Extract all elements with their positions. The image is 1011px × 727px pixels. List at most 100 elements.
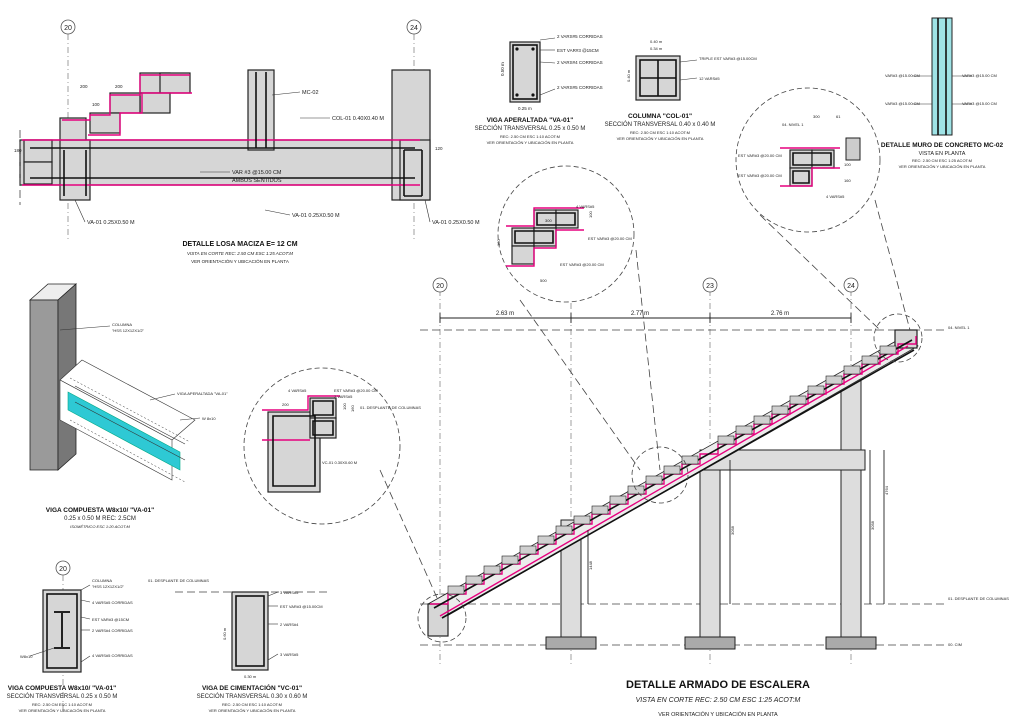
col-dim-h: 0.40 m — [626, 69, 631, 82]
grid-label-20a: 20 — [64, 25, 72, 32]
muro-title: DETALLE MURO DE CONCRETO MC-02 — [881, 142, 1004, 149]
viga-aperaltada-detail: 0.50 m 0.25 m 2 VARS#5 CORRIDAS EST VAR#… — [475, 34, 603, 145]
va-note-1: 2 VARS#5 CORRIDAS — [557, 34, 603, 39]
va-sub2: REC: 2.50 CM ESC 1:10 ACOT:M — [500, 134, 560, 139]
col-sub: SECCIÓN TRANSVERSAL 0.40 x 0.40 M — [605, 121, 716, 128]
d3-note-1: 04. NIVEL 1 — [782, 122, 804, 127]
col-sub3: VER ORIENTACIÓN Y UBICACIÓN EN PLANTA — [617, 136, 704, 141]
d2-dim-180: 180 — [496, 239, 501, 246]
detail-circle-2: 300 500 180 100 4 VARS#5 EST VAR#3 @20.0… — [496, 165, 635, 303]
esc-dim-2: 2.77 m — [631, 311, 649, 317]
muro-label-1: VAR#3 @15.00 CM — [885, 73, 920, 78]
grid-label-23: 23 — [706, 283, 714, 290]
cimentacion-detail: 01. DESPLANTE DE COLUMNAS 0.60 m 0.30 m … — [148, 578, 330, 713]
va-dim-h: 0.50 m — [500, 62, 505, 76]
esc-h4: 4764 — [884, 485, 889, 495]
col-title: COLUMNA "COL-01" — [628, 113, 692, 120]
losa-col-label: COL-01 0.40X0.40 M — [332, 116, 384, 122]
cim-sub3: VER ORIENTACIÓN Y UBICACIÓN EN PLANTA — [209, 708, 296, 713]
esc-h2: 3058 — [730, 525, 735, 535]
col-dim-b: 0.34 m — [650, 46, 663, 51]
cs-sub2: REC: 2.50 CM ESC 1:10 ACOT:M — [32, 702, 92, 707]
losa-title: DETALLE LOSA MACIZA E= 12 CM — [182, 241, 297, 248]
col-dim-a: 0.40 m — [650, 39, 663, 44]
d1-des: 01. DESPLANTE DE COLUMNAS — [360, 405, 421, 410]
detail-circle-3: 300 61 04. NIVEL 1 EST VAR#3 @20.00 CM E… — [735, 87, 881, 233]
losa-sub1: VISTA EN CORTE REC: 2.50 CM ESC 1:25 ACO… — [187, 251, 293, 256]
muro-sub3: VER ORIENTACIÓN Y UBICACIÓN EN PLANTA — [899, 164, 986, 169]
compuesta-sec-detail: COLUMNA "HSS 12X12X1/2" 4 VARS#5 CORRIDA… — [7, 578, 133, 713]
lv-n1: 04. NIVEL 1 — [948, 325, 970, 330]
esc-title: DETALLE ARMADO DE ESCALERA — [626, 679, 810, 691]
grid-bubbles: 20 24 20 21 23 24 20 20 — [55, 19, 859, 576]
d2-note-3: EST VAR#3 @20.00 CM — [560, 262, 604, 267]
d2-dim-500: 500 — [540, 278, 547, 283]
va-dim-w: 0.25 m — [518, 106, 532, 111]
cs-note-3: 2 VARS#4 CORRIDAS — [92, 628, 133, 633]
esc-dim-1: 2.63 m — [496, 311, 514, 317]
cim-dim-w: 0.30 m — [244, 674, 257, 679]
losa-dim-180: 180 — [14, 148, 22, 153]
losa-dim-120: 120 — [435, 146, 443, 151]
d1-dim-160: 160 — [350, 405, 355, 412]
d1-note-3: 2 VARS#5 — [334, 394, 353, 399]
losa-detail: MC-02 COL-01 0.40X0.40 M VAR #3 @15.00 C… — [14, 69, 480, 264]
losa-sub2: VER ORIENTACIÓN Y UBICACIÓN EN PLANTA — [191, 258, 289, 264]
cs-sub: SECCIÓN TRANSVERSAL 0.25 x 0.50 M — [7, 693, 118, 700]
esc-h1: 1448 — [588, 560, 593, 570]
d3-note-4: 4 VARS#5 — [826, 194, 845, 199]
staircase-detail: 04. NIVEL 1 01. DESPLANTE DE COLUMNAS 00… — [379, 199, 1009, 718]
cs-w: W8x10 — [20, 654, 33, 659]
col-note-2: 12 VARS#5 — [699, 76, 720, 81]
cim-note-2: EST VAR#3 @15.00CM — [280, 604, 323, 609]
muro-detail: VAR#3 @15.00 CM VAR#3 @15.00 CM VAR#3 @1… — [881, 17, 1004, 169]
muro-sub: VISTA EN PLANTA — [919, 151, 966, 157]
d1-dim-100: 100 — [342, 403, 347, 410]
va-note-2: EST VAR#3 @15CM — [557, 48, 599, 53]
d3-dim-61: 61 — [836, 114, 841, 119]
d3-note-3: EST VAR#3 @20.00 CM — [738, 173, 782, 178]
d3-dim-100: 100 — [844, 162, 851, 167]
muro-label-4: VAR#3 @15.00 CM — [962, 101, 997, 106]
d3-note-2: EST VAR#3 @20.00 CM — [738, 153, 782, 158]
d3-dim-160: 160 — [844, 178, 851, 183]
cim-left-1: 01. DESPLANTE DE COLUMNAS — [148, 578, 209, 583]
losa-va-mid-label: VA-01 0.25X0.50 M — [292, 213, 340, 219]
c3d-sub: 0.25 x 0.50 M REC: 2.5CM — [64, 516, 136, 522]
d2-dim-300: 300 — [545, 218, 552, 223]
muro-sub2: REC: 2.50 CM ESC 1:25 ACOT:M — [912, 158, 972, 163]
compuesta-3d-detail: COLUMNA "HSS 12X12X1/2" VIGA APERALTADA … — [28, 283, 228, 529]
c3d-col2: "HSS 12X12X1/2" — [112, 328, 145, 333]
d2-note-2: EST VAR#3 @20.00 CM — [588, 236, 632, 241]
losa-ambos-label: AMBOS SENTIDOS — [232, 178, 282, 184]
losa-va-left-label: VA-01 0.25X0.50 M — [87, 220, 135, 226]
va-sub: SECCIÓN TRANSVERSAL 0.25 x 0.50 M — [475, 125, 586, 132]
col-note-1: TRIPLE EST VAR#3 @15.00CM — [699, 56, 757, 61]
cs-note-1: 4 VARS#5 CORRIDAS — [92, 600, 133, 605]
c3d-sub2: ISOMÉTRICO ESC 1:20 ACOT:M — [70, 524, 130, 529]
lv-cim: 00. CIM — [948, 642, 962, 647]
cim-note-1: 3 VARS#5 — [280, 590, 299, 595]
col-sub2: REC: 2.50 CM ESC 1:10 ACOT:M — [630, 130, 690, 135]
cim-dim-h: 0.60 m — [222, 627, 227, 640]
grid-label-24a: 24 — [410, 25, 418, 32]
d1-note-1: 4 VARS#5 — [288, 388, 307, 393]
cs-note-0b: "HSS 12X12X1/2" — [92, 584, 125, 589]
muro-label-3: VAR#3 @15.00 CM — [885, 101, 920, 106]
losa-dim-100: 100 — [92, 102, 100, 107]
detail-circle-1: 200 100 160 4 VARS#5 EST VAR#3 @20.00 CM… — [243, 367, 421, 525]
cim-note-4: 3 VARS#5 — [280, 652, 299, 657]
d3-dim-300: 300 — [813, 114, 820, 119]
losa-var-label: VAR #3 @15.00 CM — [232, 170, 282, 176]
cim-sub2: REC: 2.50 CM ESC 1:10 ACOT:M — [222, 702, 282, 707]
grid-label-20b: 20 — [436, 283, 444, 290]
d1-dim-200: 200 — [282, 402, 289, 407]
losa-dim-200b: 200 — [115, 84, 123, 89]
d2-dim-100: 100 — [588, 211, 593, 218]
cim-note-3: 2 VARS#4 — [280, 622, 299, 627]
cs-title: VIGA COMPUESTA W8x10/ "VA-01" — [8, 685, 116, 692]
esc-sub2: VER ORIENTACIÓN Y UBICACIÓN EN PLANTA — [658, 711, 778, 718]
cs-note-4: 4 VARS#5 CORRIDAS — [92, 653, 133, 658]
esc-h3: 3058 — [870, 520, 875, 530]
